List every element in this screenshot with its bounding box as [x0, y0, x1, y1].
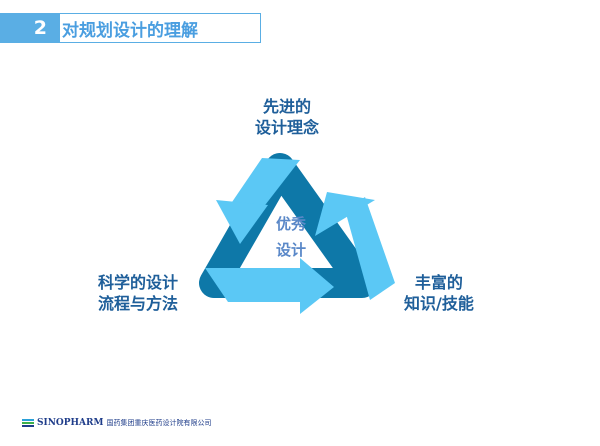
section-number: 2 [0, 13, 59, 43]
label-advanced-concept: 先进的 设计理念 [255, 96, 319, 138]
label-scientific-process: 科学的设计 流程与方法 [98, 272, 178, 314]
sinopharm-logo-icon [22, 419, 34, 427]
footer-logo: SINOPHARM 国药集团重庆医药设计院有限公司 [22, 418, 211, 428]
light-arrows [205, 158, 395, 314]
arrow-right-head [315, 192, 375, 236]
label-line: 设计理念 [255, 118, 320, 137]
label-line: 流程与方法 [98, 294, 179, 313]
arrow-bottom-shaft [205, 268, 305, 302]
center-label: 优秀 设计 [276, 211, 306, 263]
arrow-right-shaft [345, 197, 395, 300]
slide-header: 2 对规划设计的理解 [0, 13, 261, 43]
label-line: 优秀 [276, 215, 307, 233]
label-line: 知识/技能 [404, 294, 474, 313]
company-name: 国药集团重庆医药设计院有限公司 [106, 419, 212, 427]
arrow-left-head [216, 200, 268, 244]
slide-title: 对规划设计的理解 [59, 13, 261, 43]
label-line: 先进的 [263, 97, 312, 116]
label-line: 科学的设计 [98, 273, 179, 292]
label-rich-knowledge: 丰富的 知识/技能 [404, 272, 474, 314]
arrow-bottom-head [300, 258, 334, 314]
label-line: 设计 [276, 241, 307, 259]
label-line: 丰富的 [414, 273, 463, 292]
brand-name: SINOPHARM [37, 418, 104, 428]
